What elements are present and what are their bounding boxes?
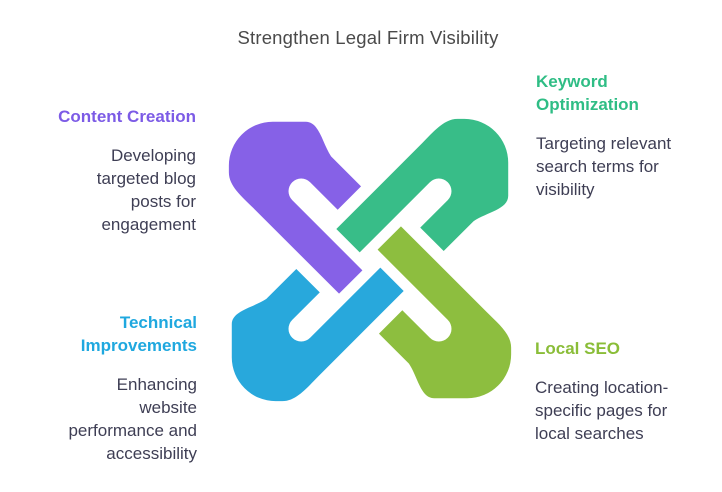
knot-segment-local-seo (377, 226, 512, 399)
section-local-seo: Local SEO Creating location-specific pag… (535, 337, 695, 445)
interlocking-knot-icon (228, 118, 512, 402)
section-heading-keyword-optimization: Keyword Optimization (536, 72, 639, 114)
section-body-content-creation: Developing targeted blog posts for engag… (96, 146, 196, 234)
section-heading-content-creation: Content Creation (58, 107, 196, 126)
page-title: Strengthen Legal Firm Visibility (237, 27, 499, 48)
section-body-technical-improvements: Enhancing website performance and access… (68, 375, 197, 463)
section-heading-local-seo: Local SEO (535, 339, 621, 358)
section-technical-improvements: Technical Improvements Enhancing website… (7, 311, 197, 465)
knot-segment-technical-improvements (231, 267, 404, 402)
knot-segment-content-creation (228, 121, 363, 294)
section-content-creation: Content Creation Developing targeted blo… (6, 105, 196, 236)
knot-segment-keyword-optimization (336, 118, 509, 253)
section-heading-technical-improvements: Technical Improvements (80, 313, 197, 355)
section-body-keyword-optimization: Targeting relevant search terms for visi… (536, 134, 672, 199)
section-keyword-optimization: Keyword Optimization Targeting relevant … (536, 70, 691, 201)
section-body-local-seo: Creating location-specific pages for loc… (535, 378, 669, 443)
